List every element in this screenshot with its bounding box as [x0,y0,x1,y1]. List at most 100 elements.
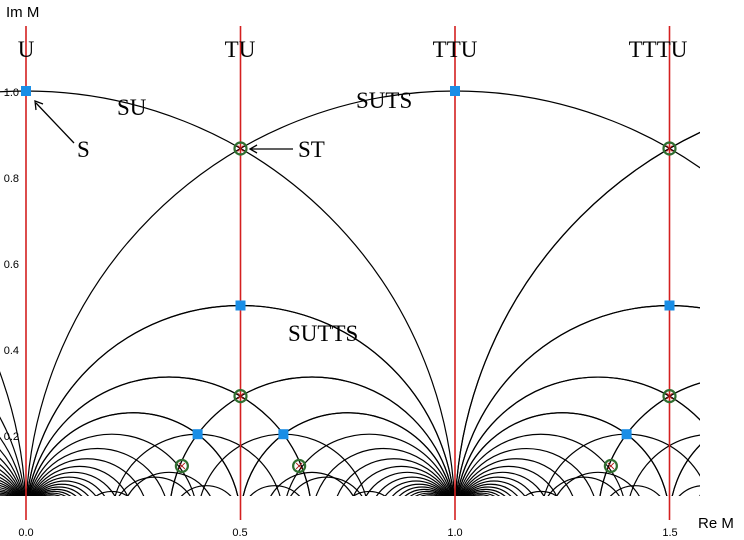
geodesic-arc-32 [38,490,72,496]
square-marker-0 [21,86,31,96]
geodesic-arc-106 [455,499,498,520]
y-tick-0.8: 0.8 [4,173,19,185]
geodesic-arc-1 [26,90,700,496]
geodesic-arc-3 [0,416,26,496]
geodesic-arc-73 [242,412,453,496]
geodesic-arc-5 [0,436,25,496]
geodesic-arc-53 [0,503,26,520]
geodesic-arc-151 [249,485,301,496]
geodesic-arc-123 [424,505,455,520]
geodesic-arc-17 [0,469,22,496]
geodesic-arc-133 [671,444,700,496]
geodesic-arc-144 [547,476,620,496]
geodesic-arc-76 [457,433,624,496]
geodesic-arc-86 [461,476,535,496]
column-label-tttu: TTTU [629,37,688,62]
geodesic-arc-45 [0,500,26,520]
geodesic-arc-41 [0,497,26,520]
point-label-s: S [77,137,90,162]
geodesic-arc-59 [0,505,26,520]
geodesic-arc-40 [26,497,71,520]
circle-marker-3 [662,389,677,404]
geodesic-arc-57 [0,504,26,520]
square-marker-1 [450,86,460,96]
geodesic-arc-78 [458,447,595,496]
geodesic-arc-18 [31,465,129,496]
geodesic-arc-65 [455,131,700,496]
geodesic-arc-115 [419,502,455,520]
geodesic-arc-105 [410,497,455,520]
geodesic-arc-26 [34,483,89,496]
geodesic-arc-4 [27,376,311,496]
geodesic-arc-92 [464,486,512,496]
circle-marker-2 [233,389,248,404]
geodesic-arc-61 [0,505,26,520]
geodesic-arc-6 [170,376,454,496]
circle-marker-6 [603,458,618,474]
geodesic-arc-94 [465,488,506,496]
region-label-sutts: SUTTS [288,321,358,346]
geodesic-arc-79 [315,447,452,496]
geodesic-arc-62 [26,506,55,520]
geodesic-arc-114 [455,502,491,520]
x-axis-title: Re M [698,515,734,532]
y-tick-1.0: 1.0 [4,87,19,99]
geodesic-arc-89 [384,480,448,496]
geodesic-arcs [0,90,744,521]
column-label-ttu: TTU [433,37,478,62]
geodesic-arc-134 [127,471,211,496]
geodesic-arc-109 [414,500,455,520]
circle-marker-4 [174,458,189,474]
geodesic-arc-60 [26,505,56,520]
geodesic-arc-139 [200,433,367,496]
geodesic-arc-119 [422,504,455,521]
circle-marker-1 [662,141,677,156]
geodesic-arc-30 [36,488,77,496]
geodesic-arc-24 [33,480,97,496]
geodesic-arc-49 [0,501,26,520]
geodesic-arc-97 [409,490,443,496]
vertical-lines [25,26,671,520]
geodesic-arc-96 [467,490,501,496]
geodesic-arc-56 [26,504,58,520]
geodesic-arc-63 [0,506,26,520]
square-marker-5 [278,429,289,440]
geodesic-arc-68 [456,376,700,496]
geodesic-arc-93 [398,486,446,496]
geodesic-arc-20 [31,471,116,496]
geodesic-arc-113 [418,501,455,520]
geodesic-arc-84 [460,471,545,496]
geodesic-arc-90 [463,483,518,496]
geodesic-arc-70 [599,382,700,496]
geodesic-arc-147 [352,490,386,496]
y-tick-0.6: 0.6 [4,259,19,271]
geodesic-arc-42 [26,499,69,520]
geodesic-arc-121 [423,504,455,520]
geodesic-arc-34 [39,492,66,496]
geodesic-arc-126 [455,506,484,520]
geodesic-arc-129 [455,304,700,496]
geodesic-arc-117 [421,503,455,520]
geodesic-arc-13 [0,457,24,496]
geodesic-arc-46 [26,501,65,520]
square-marker-6 [621,429,632,440]
geodesic-arc-102 [474,495,483,496]
geodesic-arc-9 [0,449,24,496]
square-marker-3 [664,300,675,311]
geodesic-arc-66 [455,304,700,496]
y-tick-0.4: 0.4 [4,345,19,357]
geodesic-arc-69 [170,376,454,496]
geodesic-arc-142 [118,476,191,496]
geodesic-arc-88 [462,480,526,496]
geodesic-arc-141 [629,434,700,496]
geodesic-arc-15 [0,464,23,496]
arrow-to-s [34,100,75,144]
geodesic-arc-140 [543,433,700,496]
geodesic-arc-55 [0,504,26,521]
geodesic-arc-145 [712,477,744,520]
geodesic-arc-146 [95,490,129,496]
geodesic-arc-143 [290,476,363,496]
geodesic-arc-37 [0,494,11,496]
region-label-su: SU [117,95,147,120]
circle-marker-5 [292,458,307,474]
